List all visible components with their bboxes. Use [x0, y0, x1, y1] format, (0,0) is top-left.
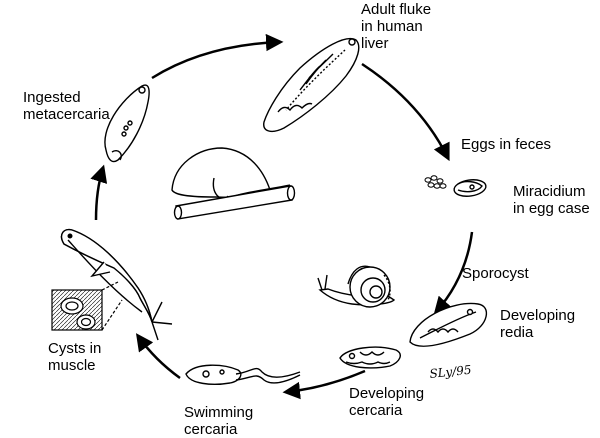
cycle-arrows — [90, 33, 474, 400]
label-cysts-in-muscle: Cysts in muscle — [48, 340, 102, 374]
swimming-cercaria-icon — [185, 364, 301, 385]
label-adult-fluke: Adult fluke in human liver — [361, 1, 432, 52]
fish-icon — [60, 228, 173, 341]
human-liver-icon — [171, 147, 296, 220]
label-miracidium: Miracidium in egg case — [513, 183, 590, 217]
label-developing-redia: Developing redia — [500, 307, 576, 341]
cyst-inset-icon — [51, 281, 123, 331]
label-sporocyst: Sporocyst — [462, 265, 529, 282]
redia-icon — [409, 302, 488, 347]
egg-cluster-icon — [424, 175, 447, 189]
label-developing-cercaria: Developing cercaria — [349, 385, 425, 419]
egg-case-icon — [453, 179, 487, 197]
arrow-cercaria-to-swimming — [282, 369, 366, 400]
arrow-metacercaria-to-adult — [151, 33, 284, 80]
developing-cercaria-icon — [339, 346, 401, 369]
arrow-sporocyst-to-redia — [433, 231, 474, 315]
arrow-adult-to-eggs — [361, 62, 450, 162]
metacercaria-icon — [104, 84, 150, 163]
arrow-fish-to-metacercaria — [90, 164, 108, 221]
artist-signature: SLy/95 — [429, 363, 472, 381]
label-ingested-metacercaria: Ingested metacercaria — [23, 89, 110, 123]
arrow-swimming-to-cysts — [135, 333, 181, 380]
label-swimming-cercaria: Swimming cercaria — [184, 404, 254, 438]
snail-icon — [317, 265, 396, 308]
label-eggs-in-feces: Eggs in feces — [461, 136, 552, 153]
adult-fluke-icon — [263, 38, 360, 133]
